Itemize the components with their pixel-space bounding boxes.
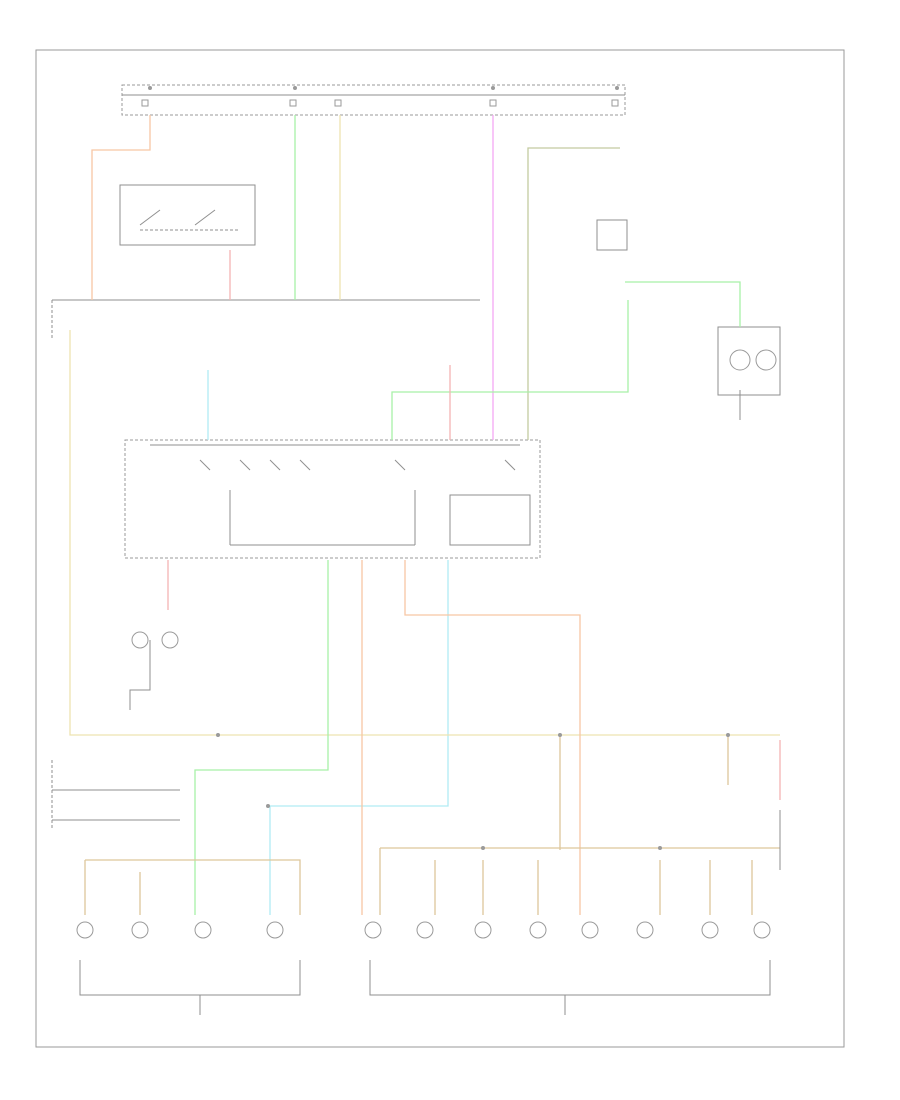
lighting-control-module bbox=[124, 439, 541, 559]
lamp bbox=[636, 921, 654, 939]
cluster-connector bbox=[51, 299, 480, 340]
lamp bbox=[474, 921, 492, 939]
lamp bbox=[364, 921, 382, 939]
lamp bbox=[581, 921, 599, 939]
side-marker-assembly bbox=[717, 326, 781, 396]
lamp bbox=[266, 921, 284, 939]
lamp bbox=[753, 921, 771, 939]
lamp bbox=[161, 631, 179, 649]
lamps bbox=[76, 631, 771, 939]
lamp bbox=[131, 921, 149, 939]
wires bbox=[69, 115, 781, 915]
ground-wires bbox=[51, 390, 781, 1015]
lamp bbox=[416, 921, 434, 939]
fuse-panel bbox=[121, 84, 626, 116]
lamp bbox=[194, 921, 212, 939]
lamp bbox=[529, 921, 547, 939]
lamp bbox=[701, 921, 719, 939]
splice-points bbox=[216, 733, 730, 850]
diagram-frame bbox=[35, 49, 845, 1048]
headlamp-switch bbox=[119, 184, 256, 246]
lamp bbox=[131, 631, 149, 649]
relay-box bbox=[596, 219, 628, 251]
lamp bbox=[76, 921, 94, 939]
